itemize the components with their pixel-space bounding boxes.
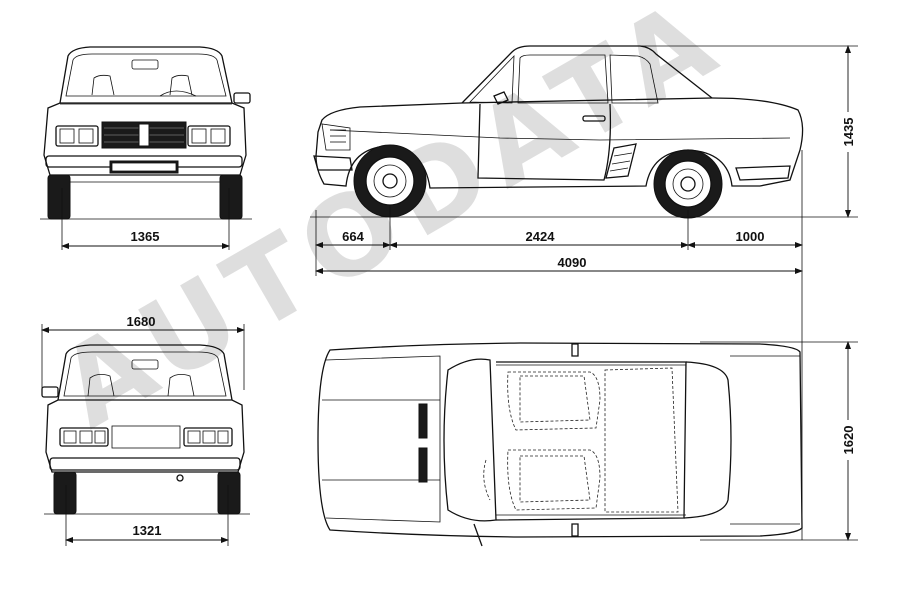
watermark: AUTODATA	[39, 0, 743, 453]
overall-length-label: 4090	[558, 255, 587, 270]
top-width-label: 1620	[841, 426, 856, 455]
rear-view: 1680	[41, 314, 250, 515]
rear-overall-width-label: 1680	[127, 314, 156, 329]
top-width-dimension: 1620	[700, 341, 858, 541]
front-track-label: 1365	[131, 229, 160, 244]
rear-track-label: 1321	[133, 523, 162, 538]
rear-overhang-label: 1000	[736, 229, 765, 244]
front-view	[40, 46, 252, 220]
front-overhang-label: 664	[342, 229, 364, 244]
top-view	[317, 342, 803, 547]
height-label: 1435	[841, 118, 856, 147]
front-track-dimension: 1365	[61, 188, 230, 250]
rear-track-dimension: 1321	[65, 485, 229, 546]
wheelbase-label: 2424	[526, 229, 556, 244]
height-dimension: 1435	[640, 45, 858, 218]
svg-text:AUTODATA: AUTODATA	[39, 0, 743, 453]
